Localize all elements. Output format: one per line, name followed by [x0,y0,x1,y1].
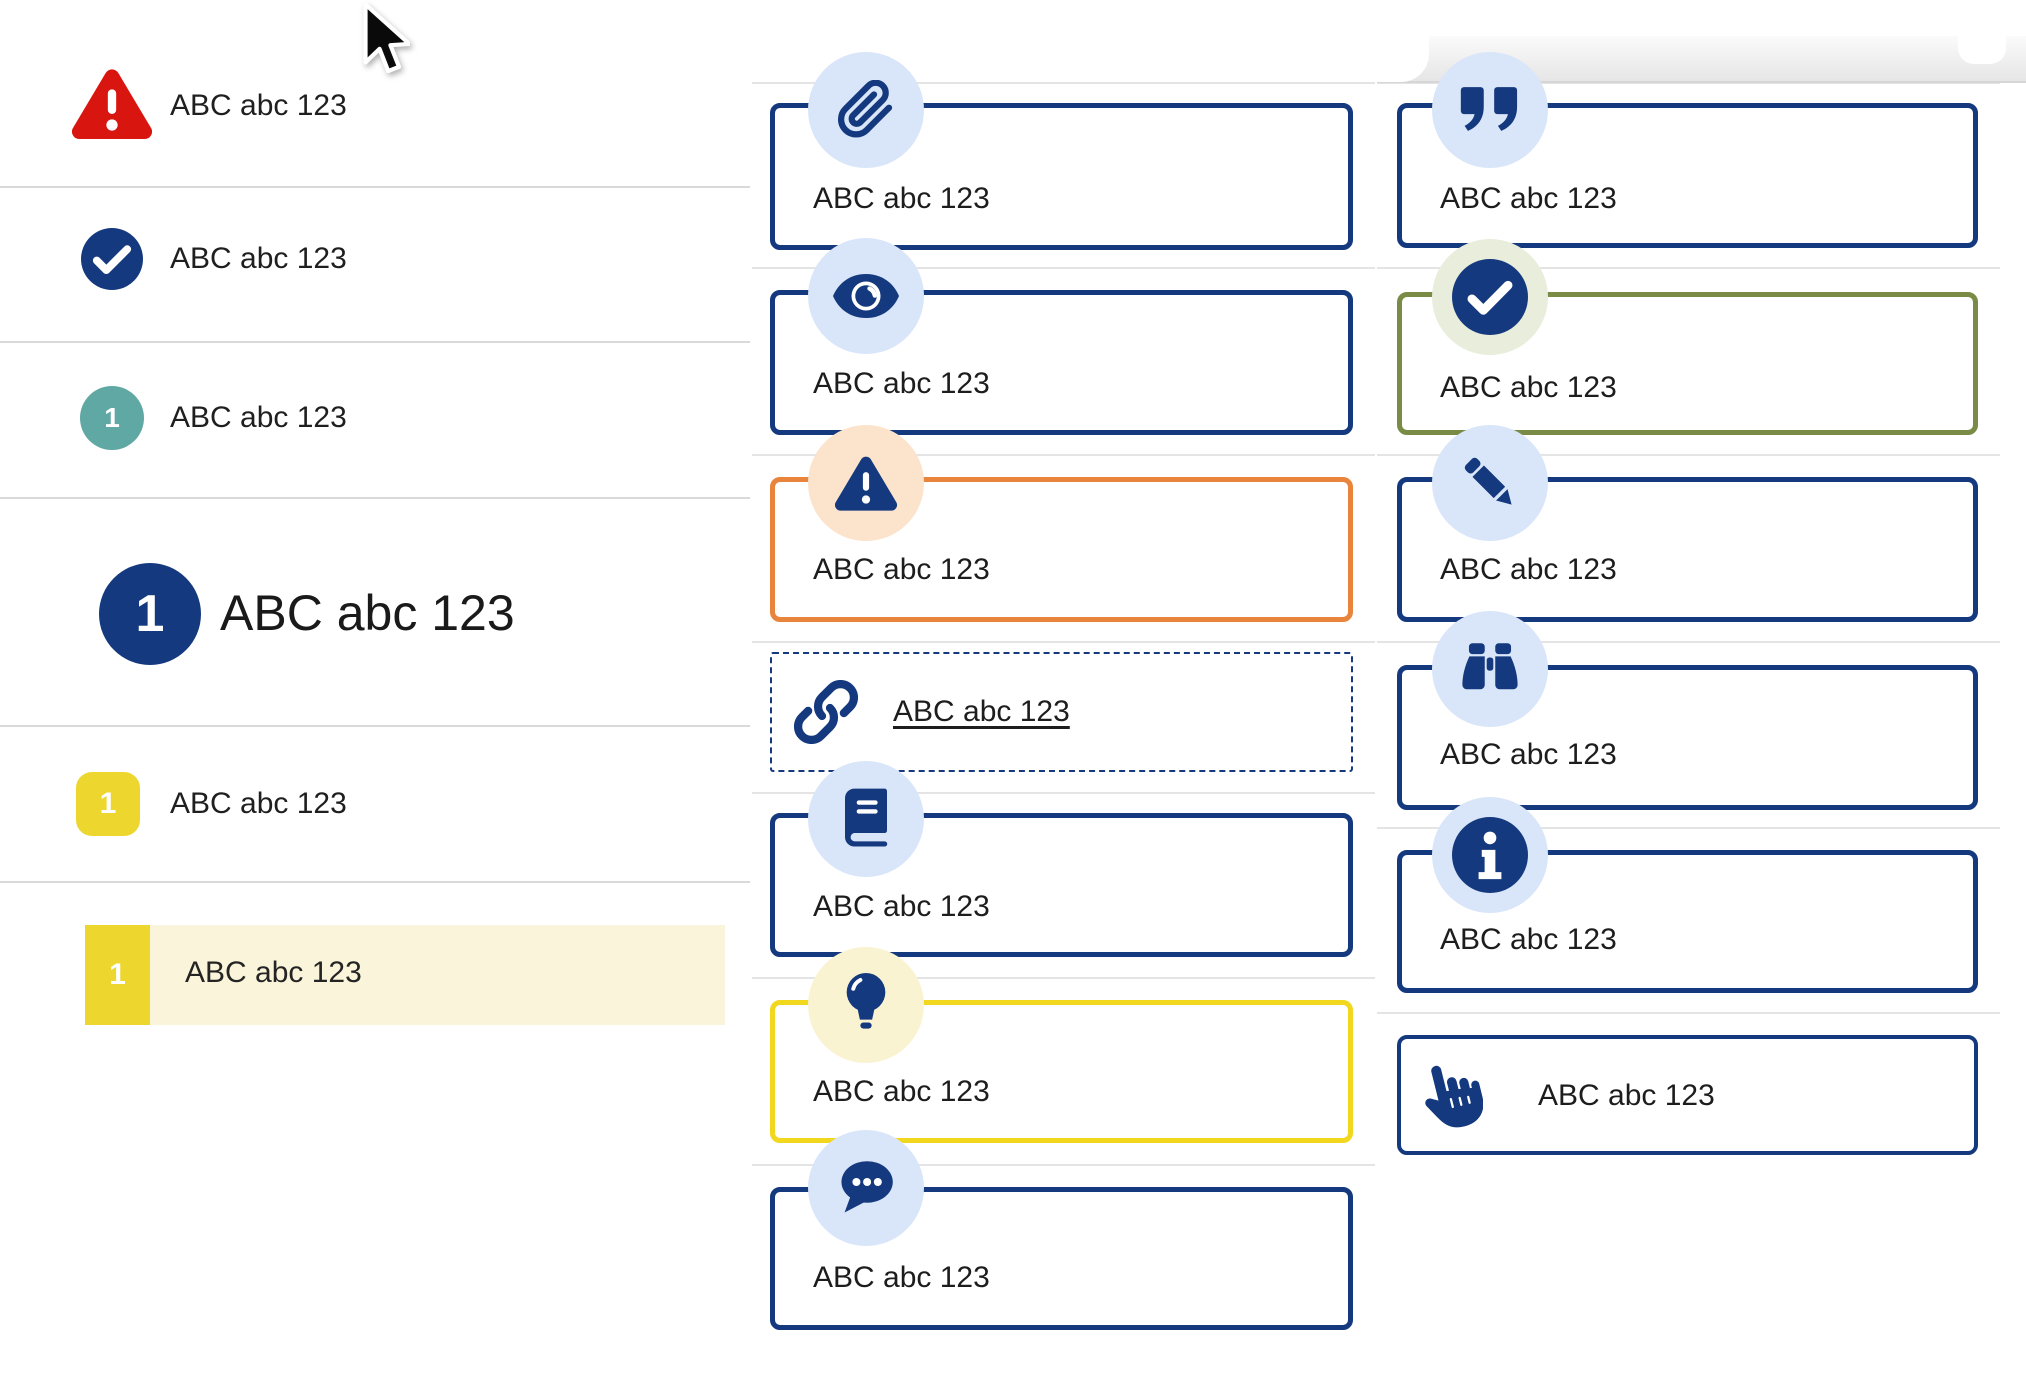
binoculars-icon [1432,611,1548,727]
divider [752,792,1375,794]
callout-label: ABC abc 123 [813,1261,990,1294]
quote-icon [1432,52,1548,168]
check-circle-icon [1432,239,1548,355]
callout-label: ABC abc 123 [813,890,990,923]
step-number-badge-yellow: 1 [76,772,140,836]
hand-pointer-icon [1415,1057,1483,1135]
eye-icon [808,238,924,354]
divider [752,82,1375,84]
divider [1377,641,2000,643]
lightbulb-icon [808,947,924,1063]
divider [0,881,750,883]
divider [0,725,750,727]
book-icon [808,761,924,877]
divider [752,267,1375,269]
divider [752,977,1375,979]
list-item-label[interactable]: ABC abc 123 [170,242,347,275]
callout-link-box[interactable] [770,652,1353,772]
callout-label: ABC abc 123 [1538,1079,1715,1112]
list-item-label[interactable]: ABC abc 123 [185,956,362,989]
step-number-badge-large: 1 [99,563,201,665]
divider [752,1164,1375,1166]
chat-icon [808,1130,924,1246]
callout-label: ABC abc 123 [1440,553,1617,586]
callout-discussion [770,1187,1353,1330]
divider [1377,267,2000,269]
divider [1377,827,2000,829]
info-icon [1432,797,1548,913]
callout-label: ABC abc 123 [1440,738,1617,771]
cursor-pointer-icon [358,2,410,76]
link-icon [794,680,858,744]
step-number-badge: 1 [80,386,144,450]
paperclip-icon [808,52,924,168]
divider [0,186,750,188]
step-number-badge-yellow-tab: 1 [85,925,150,1025]
pencil-icon [1432,425,1548,541]
divider [1377,454,2000,456]
divider [752,641,1375,643]
callout-label: ABC abc 123 [813,182,990,215]
divider [1377,82,2000,84]
highlighted-row-background[interactable] [150,925,725,1025]
link-text[interactable]: ABC abc 123 [893,695,1070,728]
callout-quote [1397,103,1978,248]
warning-icon [808,425,924,541]
callout-label: ABC abc 123 [813,1075,990,1108]
callout-label: ABC abc 123 [1440,923,1617,956]
callout-label: ABC abc 123 [1440,371,1617,404]
list-item-label[interactable]: ABC abc 123 [170,787,347,820]
section-heading[interactable]: ABC abc 123 [220,585,515,641]
callout-label: ABC abc 123 [813,367,990,400]
divider [1377,1012,2000,1014]
callout-action[interactable] [1397,1035,1978,1155]
divider [0,497,750,499]
divider [752,454,1375,456]
alert-triangle-icon [72,68,152,140]
callout-label: ABC abc 123 [813,553,990,586]
list-item-label[interactable]: ABC abc 123 [170,401,347,434]
callout-label: ABC abc 123 [1440,182,1617,215]
divider [0,341,750,343]
tab-notch [1958,36,2006,64]
list-item-label[interactable]: ABC abc 123 [170,89,347,122]
check-circle-icon [81,228,143,290]
